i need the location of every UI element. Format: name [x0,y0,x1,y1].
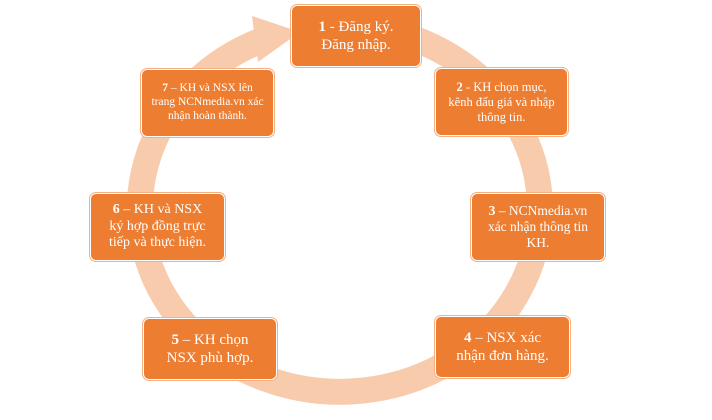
step-3-box: 3 – NCNmedia.vn xác nhận thông tin KH. [471,193,605,261]
step-4-box: 4 – NSX xác nhận đơn hàng. [435,316,570,378]
step-number: 4 [463,330,472,346]
step-text: – NSX xác nhận đơn hàng. [456,330,549,364]
step-1-box: 1 - Đăng ký. Đăng nhập. [291,5,421,67]
cycle-arrowhead [252,16,300,62]
step-6-box: 6 – KH và NSX ký hợp đồng trực tiếp và t… [90,193,225,261]
step-number: 2 [456,79,463,94]
step-number: 6 [112,201,120,217]
step-5-box: 5 – KH chọn NSX phù hợp. [143,318,277,380]
step-text: - KH chọn mục, kênh đấu giá và nhập thôn… [448,79,555,124]
step-number: 7 [162,82,169,95]
step-text: – KH chọn NSX phù hợp. [166,332,254,366]
step-2-box: 2 - KH chọn mục, kênh đấu giá và nhập th… [435,68,568,136]
step-7-box: 7 – KH và NSX lên trang NCNmedia.vn xác … [141,69,274,137]
step-number: 3 [488,202,496,218]
step-number: 1 [318,19,327,35]
step-text: – KH và NSX ký hợp đồng trực tiếp và thự… [108,201,206,251]
step-text: - Đăng ký. Đăng nhập. [321,19,394,53]
step-number: 5 [171,332,179,348]
step-text: – NCNmedia.vn xác nhận thông tin KH. [487,202,589,251]
step-text: – KH và NSX lên trang NCNmedia.vn xác nh… [151,82,264,122]
